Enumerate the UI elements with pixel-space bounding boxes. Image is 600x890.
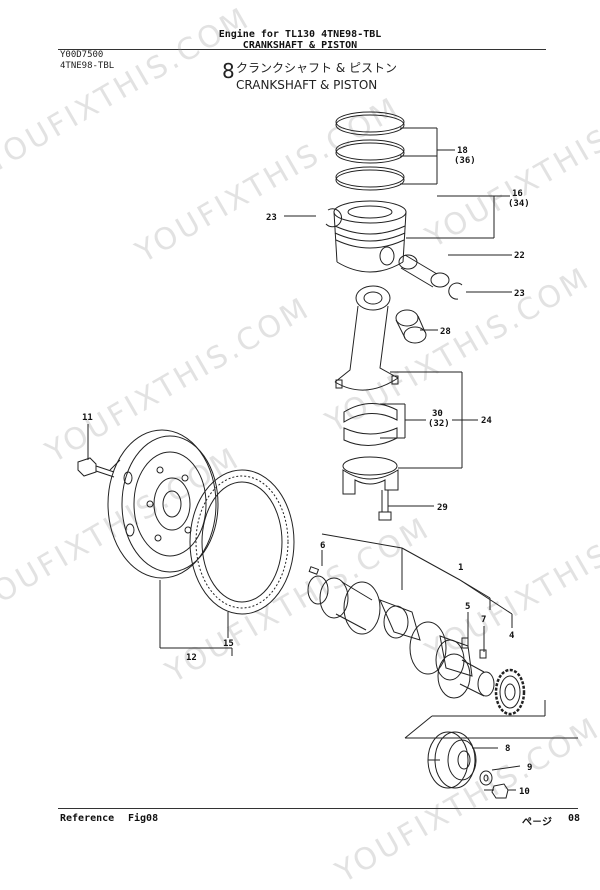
bearing-shell-upper <box>343 403 398 423</box>
footer-page-label: ぺ－ジ <box>522 817 552 828</box>
bearing-shell-lower <box>343 427 398 446</box>
dowel-pin <box>308 566 320 575</box>
footer-fig: Fig08 <box>128 813 159 824</box>
callout-15: 15 <box>223 639 234 649</box>
callout-5: 5 <box>465 602 470 612</box>
footer-divider <box>58 808 578 809</box>
callout-29: 29 <box>437 503 448 513</box>
footer-page-number: 08 <box>568 813 581 824</box>
piston-pin <box>398 254 450 288</box>
callout-16: 16 <box>512 189 523 199</box>
callout-10: 10 <box>519 787 530 797</box>
connecting-rod-cap <box>342 456 399 495</box>
callout-32: (32) <box>428 419 450 429</box>
callout-labels: 18 (36) 16 (34) 23 22 23 28 30 (32) 24 2… <box>82 146 532 797</box>
callout-11: 11 <box>82 413 93 423</box>
section-title-en: CRANKSHAFT & PISTON <box>236 78 377 92</box>
flywheel <box>107 429 219 579</box>
leader-lines <box>87 127 578 791</box>
washer <box>479 770 493 786</box>
callout-23-lower: 23 <box>514 289 525 299</box>
page-subtitle: CRANKSHAFT & PISTON <box>242 40 358 51</box>
callout-8: 8 <box>505 744 510 754</box>
callout-28: 28 <box>440 327 451 337</box>
callout-24: 24 <box>481 416 492 426</box>
callout-36: (36) <box>454 156 476 166</box>
circlip-upper <box>325 208 343 228</box>
key <box>479 649 487 659</box>
page-title: Engine for TL130 4TNE98-TBL <box>218 29 382 40</box>
piston-rings <box>335 111 405 191</box>
callout-9: 9 <box>527 763 532 773</box>
footer-reference-label: Reference <box>60 813 115 824</box>
crankshaft <box>307 575 495 699</box>
crank-pulley <box>427 731 477 789</box>
circlip-lower <box>448 282 463 300</box>
connecting-rod <box>334 285 399 391</box>
section-number: 8 <box>222 59 235 83</box>
callout-1: 1 <box>458 563 463 573</box>
small-end-bushing <box>395 309 427 344</box>
document-code: Y00D7500 <box>60 50 104 60</box>
section-title-jp: クランクシャフト & ピストン <box>236 61 397 75</box>
callout-22: 22 <box>514 251 525 261</box>
callout-4: 4 <box>509 631 515 641</box>
piston <box>333 200 407 273</box>
callout-12: 12 <box>186 653 197 663</box>
rod-bolt <box>378 490 392 521</box>
callout-7: 7 <box>481 615 486 625</box>
header-divider <box>58 49 546 50</box>
callout-34: (34) <box>508 199 530 209</box>
pulley-bolt <box>484 783 509 799</box>
crank-gear <box>494 668 526 716</box>
callout-23-upper: 23 <box>266 213 277 223</box>
ring-gear <box>189 469 295 615</box>
model-code: 4TNE98-TBL <box>60 61 115 71</box>
parts-diagram: 8 クランクシャフト & ピストン CRANKSHAFT & PISTON <box>77 59 578 799</box>
callout-18: 18 <box>457 146 468 156</box>
flywheel-bolt <box>77 457 115 478</box>
callout-30: 30 <box>432 409 443 419</box>
key <box>461 637 469 649</box>
callout-6: 6 <box>320 541 325 551</box>
